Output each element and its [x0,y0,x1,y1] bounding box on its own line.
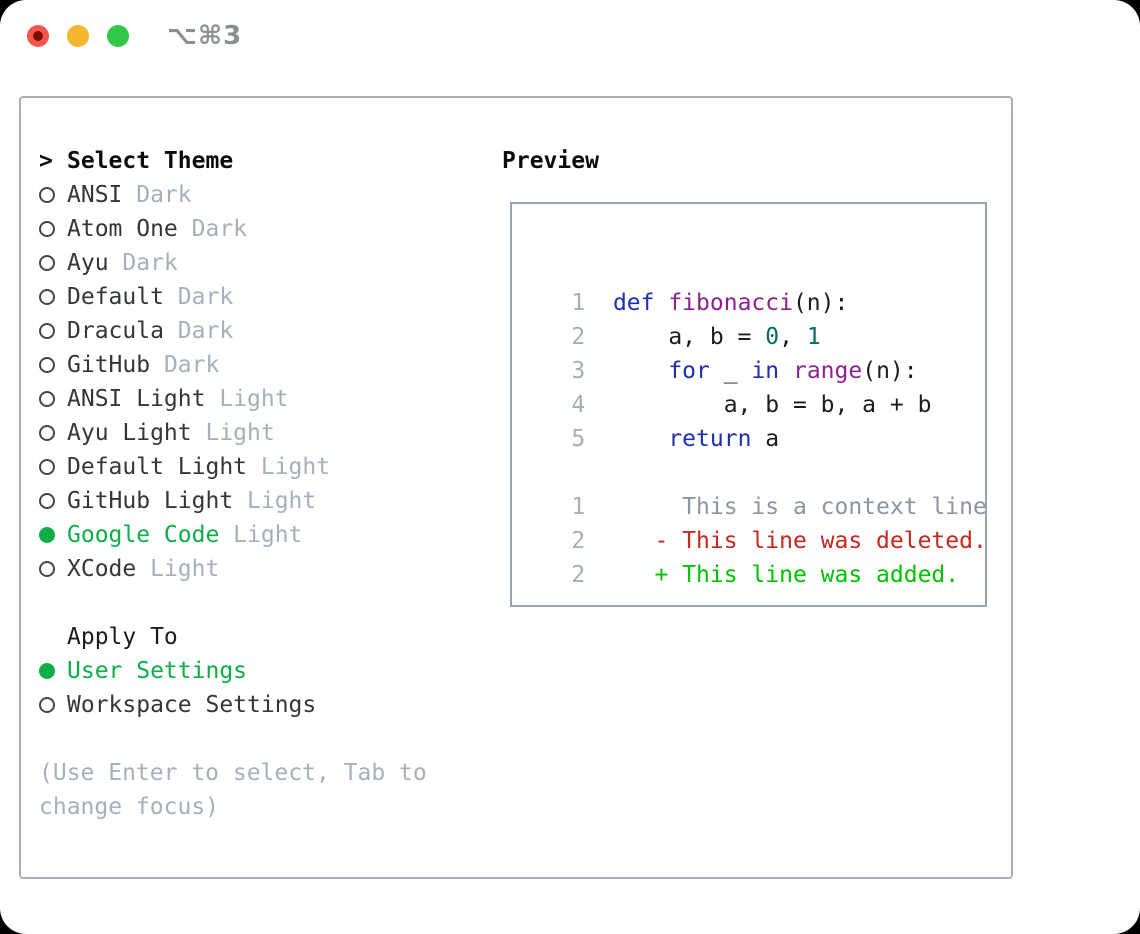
line-number: 1 [571,290,586,316]
theme-option[interactable]: ANSI Dark [39,178,489,212]
theme-option[interactable]: GitHub Dark [39,348,489,382]
line-number: 2 [571,528,586,554]
theme-name: ANSI Light [67,386,206,412]
option-name: Workspace Settings [67,692,317,718]
theme-variant-tag: Dark [163,352,220,378]
radio-icon [39,697,55,713]
theme-name: Dracula [67,318,164,344]
radio-icon [39,493,55,509]
theme-name: GitHub Light [67,488,234,514]
line-number: 1 [571,494,586,520]
theme-name: Atom One [67,216,178,242]
theme-selector: > Select Theme ANSI Dark Atom One Dark A… [39,144,489,824]
theme-option[interactable]: Default Dark [39,280,489,314]
code-line: 3 for _ in range(n): [571,358,918,384]
preview-diff: 1 This is a context line. 2 - This line … [516,456,987,588]
radio-icon [39,323,55,339]
line-number: 3 [571,358,586,384]
radio-icon [39,663,55,679]
apply-to-option[interactable]: User Settings [39,654,489,688]
theme-list: ANSI Dark Atom One Dark Ayu Dark Default… [39,178,489,586]
theme-variant-tag: Dark [177,284,234,310]
apply-to-option[interactable]: Workspace Settings [39,688,489,722]
zoom-button[interactable] [107,25,129,47]
theme-variant-tag: Light [260,454,331,480]
line-number: 5 [571,426,586,452]
radio-icon [39,425,55,441]
radio-icon [39,357,55,373]
radio-icon [39,391,55,407]
close-button[interactable] [27,25,49,47]
theme-variant-tag: Light [150,556,220,582]
radio-icon [39,289,55,305]
theme-option[interactable]: Atom One Dark [39,212,489,246]
theme-variant-tag: Light [233,522,303,548]
theme-variant-tag: Light [205,420,275,446]
theme-variant-tag: Dark [122,250,178,276]
radio-icon [39,527,55,543]
diff-line: 1 This is a context line. [571,494,987,520]
select-theme-header: > Select Theme [39,144,489,178]
theme-variant-tag: Light [247,488,317,514]
theme-name: Ayu [67,250,109,276]
diff-line: 2 - This line was deleted. [571,528,987,554]
preview-title: Preview [502,148,599,174]
theme-variant-tag: Dark [136,182,192,208]
code-line: 4 a, b = b, a + b [571,392,932,418]
theme-name: Ayu Light [67,420,192,446]
theme-option[interactable]: GitHub Light Light [39,484,489,518]
theme-name: XCode [67,556,137,582]
radio-icon [39,255,55,271]
option-name: User Settings [67,658,248,684]
selection-cursor-icon: > [39,148,53,174]
preview-header: Preview [502,144,599,178]
line-number: 4 [571,392,586,418]
theme-name: Default [67,284,164,310]
theme-picker-panel: > Select Theme ANSI Dark Atom One Dark A… [19,96,1013,879]
radio-icon [39,459,55,475]
theme-name: Google Code [67,522,220,548]
radio-icon [39,221,55,237]
minimize-button[interactable] [67,25,89,47]
radio-icon [39,187,55,203]
theme-variant-tag: Light [219,386,289,412]
keyboard-hint: (Use Enter to select, Tab to change focu… [39,760,427,820]
theme-option[interactable]: Ayu Dark [39,246,489,280]
theme-option[interactable]: XCode Light [39,552,489,586]
diff-line: 2 + This line was added. [571,562,960,588]
theme-name: ANSI [67,182,123,208]
window-title: ⌥⌘3 [167,21,243,51]
code-line: 2 a, b = 0, 1 [571,324,821,350]
theme-option[interactable]: Ayu Light Light [39,416,489,450]
theme-option[interactable]: Google Code Light [39,518,489,552]
line-number: 2 [571,562,586,588]
theme-variant-tag: Dark [177,318,234,344]
line-number: 2 [571,324,586,350]
theme-variant-tag: Dark [191,216,248,242]
theme-option[interactable]: Default Light Light [39,450,489,484]
theme-name: GitHub [67,352,151,378]
theme-option[interactable]: ANSI Light Light [39,382,489,416]
apply-to-title: Apply To [67,624,178,650]
apply-to-section: Apply To User Settings Workspace Setting… [39,620,489,722]
theme-option[interactable]: Dracula Dark [39,314,489,348]
apply-to-header: Apply To [39,620,489,654]
select-theme-title: Select Theme [67,148,234,174]
theme-name: Default Light [67,454,248,480]
radio-icon [39,561,55,577]
apply-to-list: User Settings Workspace Settings [39,654,489,722]
code-line: 5 return a [571,426,780,452]
